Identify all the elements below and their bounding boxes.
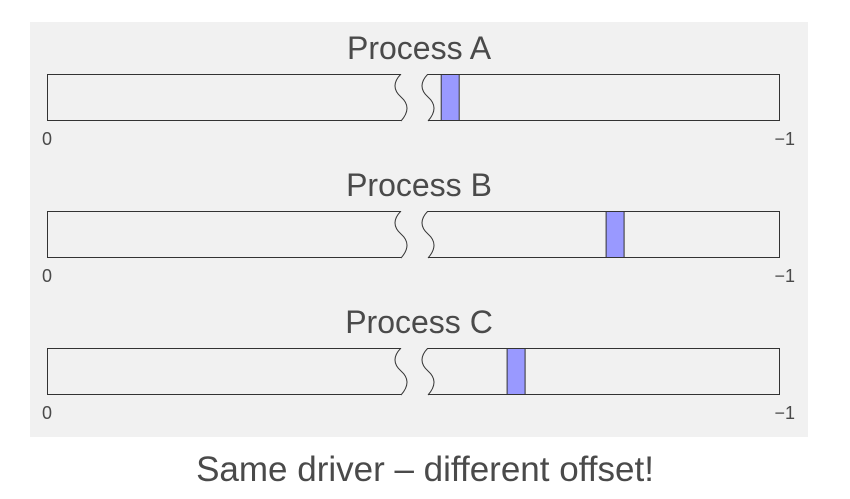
process-a-range-start: 0 (42, 129, 53, 149)
break-mark-right (421, 74, 435, 122)
process-b-address-space (47, 211, 780, 260)
driver-mapping (506, 348, 526, 395)
process-a-address-space (47, 74, 780, 123)
break-mark-left (394, 348, 408, 396)
process-a-title: Process A (346, 30, 492, 66)
process-b-range-end: −1 (774, 266, 795, 286)
process-c-block: Process C 0 −1 (30, 296, 808, 431)
break-mark-right (421, 211, 435, 259)
process-c-range-end: −1 (774, 403, 795, 423)
process-c-address-space (47, 348, 780, 397)
process-a-block: Process A 0 −1 (30, 22, 808, 157)
process-b-block: Process B 0 −1 (30, 159, 808, 294)
break-mark-left (394, 211, 408, 259)
process-c-title: Process C (345, 304, 493, 340)
process-c-range-start: 0 (42, 403, 53, 423)
driver-mapping (605, 211, 625, 258)
diagram-panel: Process A 0 −1 Process B 0 −1 Process C (30, 22, 808, 437)
driver-mapping (440, 74, 460, 121)
process-b-title: Process B (346, 167, 492, 203)
break-mark-left (394, 74, 408, 122)
break-mark-right (421, 348, 435, 396)
process-b-range-start: 0 (42, 266, 53, 286)
process-a-range-end: −1 (774, 129, 795, 149)
caption: Same driver – different offset! (196, 450, 654, 489)
